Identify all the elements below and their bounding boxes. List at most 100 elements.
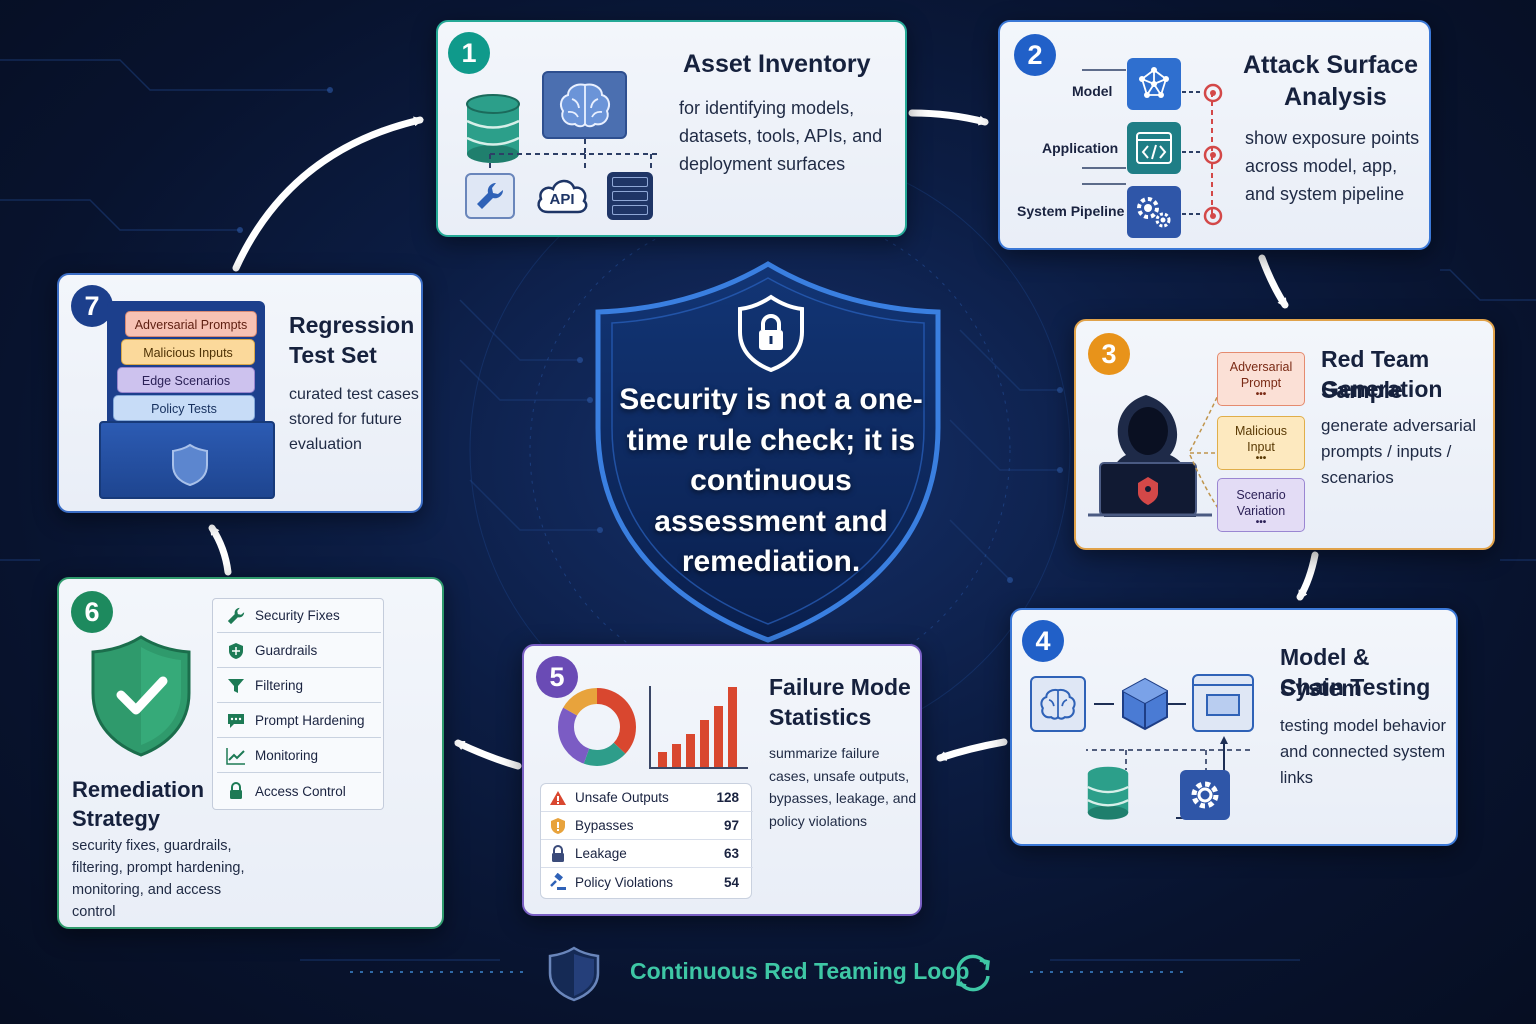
sample-tag-adversarial-prompt: Adversarial Prompt ••• — [1217, 352, 1305, 406]
step-6-card: 6 Security Fixes Guardrails Filtering Pr… — [57, 577, 444, 929]
arrow-5-to-6 — [454, 739, 522, 770]
folder-tab-policy-tests: Policy Tests — [113, 395, 255, 421]
file-drawer-front — [99, 421, 275, 499]
layer-label-application: Application — [1042, 140, 1119, 156]
stat-value: 54 — [723, 874, 739, 890]
fix-label: Filtering — [255, 678, 304, 693]
step-1-card: 1 API Asset Inventory for identifying mo… — [436, 20, 907, 237]
step-7-description: curated test cases stored for future eva… — [289, 386, 419, 453]
step-5-title-line1: Failure Mode — [769, 674, 911, 700]
arrow-3-to-4 — [1296, 551, 1319, 601]
stat-value: 97 — [723, 818, 739, 833]
step-number-badge: 6 — [71, 591, 113, 633]
step-5-description: summarize failure cases, unsafe outputs,… — [769, 745, 917, 829]
api-cloud-icon: API — [534, 172, 590, 218]
ellipsis-icon: ••• — [1255, 453, 1267, 464]
remediation-list: Security Fixes Guardrails Filtering Prom… — [212, 598, 384, 810]
step-2-description: show exposure points across model, app, … — [1245, 128, 1420, 204]
filter-icon — [217, 677, 255, 695]
app-window-icon — [1192, 674, 1254, 732]
gears-pipeline-icon — [1127, 186, 1181, 238]
step-7-title-line1: Regression — [289, 312, 415, 338]
step-2-card: 2 Model Application System Pipeline Atta… — [998, 20, 1431, 250]
stat-name: Leakage — [575, 846, 627, 861]
lock-icon — [217, 782, 255, 800]
fix-label: Monitoring — [255, 748, 319, 763]
fix-label: Access Control — [255, 783, 346, 799]
failure-stats-table: Unsafe Outputs 128 Bypasses 97 Leakage 6… — [540, 783, 753, 899]
step-number-badge: 7 — [71, 285, 113, 327]
sample-tag-line1: Malicious — [1234, 424, 1288, 438]
shield-alert-icon — [541, 817, 575, 835]
step-number-badge: 1 — [448, 32, 490, 74]
fix-row-filtering: Filtering — [217, 669, 381, 703]
code-window-icon — [1127, 122, 1181, 174]
stat-name: Policy Violations — [575, 874, 674, 890]
fix-row-access-control: Access Control — [217, 774, 381, 808]
step-5-card: 5 Failure Mode Statistics summarize fail… — [522, 644, 922, 916]
stat-row-policy-violations: Policy Violations 54 — [541, 868, 753, 896]
warning-icon — [541, 790, 575, 806]
server-icon — [607, 172, 653, 220]
attack-surface-connectors — [1082, 69, 1213, 215]
sample-tag-line2: Variation — [1236, 504, 1286, 518]
target-markers — [1203, 83, 1223, 226]
arrow-2-to-3 — [1258, 254, 1289, 309]
stat-row-bypasses: Bypasses 97 — [541, 812, 753, 840]
stat-value: 128 — [716, 790, 739, 805]
database-icon — [1087, 766, 1129, 820]
folder-tab-malicious-inputs: Malicious Inputs — [121, 339, 255, 365]
step-number-badge: 4 — [1022, 620, 1064, 662]
inventory-connectors — [489, 139, 658, 171]
step-3-title-line2: Generation — [1321, 376, 1443, 402]
step-5-title-line2: Statistics — [769, 704, 872, 730]
brain-model-icon — [1030, 676, 1086, 732]
checkmark-shield-icon — [91, 635, 191, 757]
step-7-title-line2: Test Set — [289, 342, 377, 368]
lock-icon — [541, 844, 575, 863]
stat-name: Unsafe Outputs — [575, 790, 669, 805]
arrow-4-to-5 — [936, 738, 1008, 762]
step-4-title-line2: Chain Testing — [1280, 674, 1431, 700]
step-2-title-line1: Attack Surface — [1243, 51, 1419, 79]
layer-label-system-pipeline: System Pipeline — [1017, 203, 1125, 219]
fix-label: Guardrails — [255, 643, 318, 658]
cube-component-icon — [1122, 677, 1168, 731]
gear-service-icon — [1180, 770, 1230, 820]
ellipsis-icon: ••• — [1255, 389, 1267, 400]
folder-tab-edge-scenarios: Edge Scenarios — [117, 367, 255, 393]
step-6-title-line1: Remediation — [72, 777, 205, 802]
stat-row-unsafe-outputs: Unsafe Outputs 128 — [541, 784, 753, 812]
step-2-title-line2: Analysis — [1284, 83, 1387, 111]
step-1-title: Asset Inventory — [683, 50, 871, 78]
fix-row-monitoring: Monitoring — [217, 739, 381, 773]
step-4-card: 4 Model & System Chain Testing testing m… — [1010, 608, 1458, 846]
ellipsis-icon: ••• — [1255, 517, 1267, 528]
sample-tag-malicious-input: Malicious Input ••• — [1217, 416, 1305, 470]
sample-tag-line2: Input — [1247, 440, 1275, 454]
fix-row-security-fixes: Security Fixes — [217, 599, 381, 633]
step-3-card: 3 Adversarial Prompt ••• Malicious Input… — [1074, 319, 1495, 550]
step-number-badge: 3 — [1088, 333, 1130, 375]
footer-title: Continuous Red Teaming Loop — [630, 958, 970, 984]
stat-value: 63 — [723, 846, 739, 861]
layer-label-model: Model — [1072, 83, 1113, 99]
sample-tag-line1: Scenario — [1236, 488, 1286, 502]
gavel-icon — [541, 873, 575, 891]
step-1-description: for identifying models, datasets, tools,… — [679, 98, 883, 174]
stat-name: Bypasses — [575, 818, 634, 833]
arrow-1-to-2 — [908, 109, 989, 126]
stat-row-leakage: Leakage 63 — [541, 840, 753, 868]
fix-row-prompt-hardening: Prompt Hardening — [217, 704, 381, 738]
arrow-7-to-1 — [232, 116, 424, 272]
step-4-description: testing model behavior and connected sys… — [1280, 717, 1447, 787]
step-6-title-line2: Strategy — [72, 806, 161, 831]
center-message: Security is not a one-time rule check; i… — [619, 383, 923, 578]
refresh-cycle-icon — [956, 954, 990, 992]
step-4-title-line1: Model & System — [1280, 644, 1370, 701]
fix-label: Security Fixes — [255, 608, 340, 623]
shield-icon — [217, 642, 255, 660]
hacker-hoodie-icon — [1088, 395, 1212, 517]
chart-line-icon — [217, 747, 255, 765]
